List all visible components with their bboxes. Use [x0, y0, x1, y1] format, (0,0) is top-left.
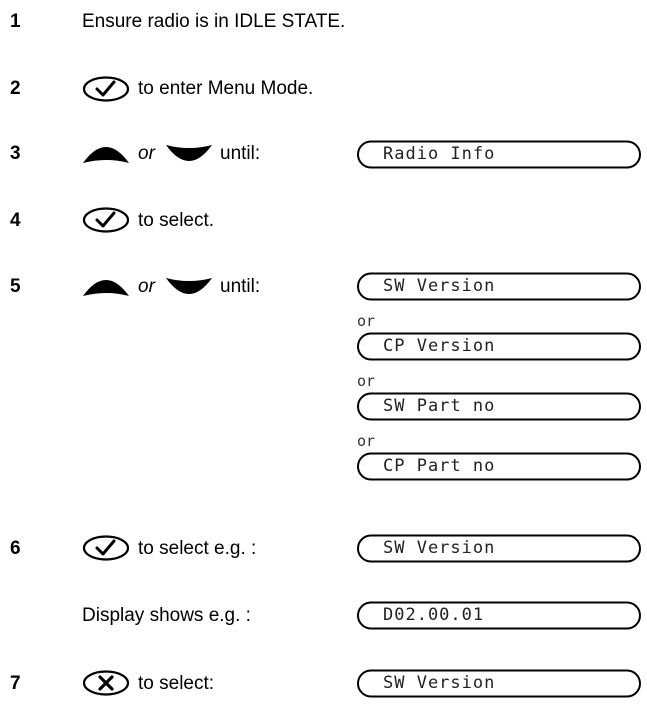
display-sw-version-final: SW Version: [357, 669, 641, 698]
step-number-4: 4: [10, 210, 21, 231]
step-2-text: to enter Menu Mode.: [138, 78, 314, 99]
step-7-text: to select:: [138, 673, 215, 694]
display-sw-version: SW Version: [357, 272, 641, 301]
up-arrow-key-icon: [83, 147, 129, 163]
display-sw-part-no: SW Part no: [357, 392, 641, 421]
display-text: SW Version: [383, 276, 496, 296]
or-label: or: [357, 432, 376, 450]
step-number-7: 7: [10, 673, 21, 694]
step-number-5: 5: [10, 276, 21, 297]
display-version-number: D02.00.01: [357, 601, 641, 630]
display-text: CP Version: [383, 336, 496, 356]
display-text: SW Part no: [383, 396, 496, 416]
step-6-text: to select e.g. :: [138, 538, 257, 559]
check-mark-button-icon: [82, 76, 130, 102]
step-number-6: 6: [10, 538, 21, 559]
or-label: or: [357, 372, 376, 390]
down-arrow-key-icon: [166, 145, 212, 161]
check-mark-button-icon: [82, 535, 130, 561]
step-3-text: until:: [220, 143, 261, 164]
step-number-2: 2: [10, 78, 21, 99]
display-text: D02.00.01: [383, 605, 485, 625]
display-cp-part-no: CP Part no: [357, 452, 641, 481]
display-text: SW Version: [383, 538, 496, 558]
step-5-text: until:: [220, 276, 261, 297]
display-text: CP Part no: [383, 456, 496, 476]
x-button-icon: [82, 670, 130, 696]
step-number-3: 3: [10, 143, 21, 164]
up-arrow-key-icon: [83, 280, 129, 296]
display-shows-text: Display shows e.g. :: [82, 605, 251, 626]
or-label: or: [357, 312, 376, 330]
display-cp-version: CP Version: [357, 332, 641, 361]
step-3-or: or: [138, 143, 155, 164]
display-sw-version-selected: SW Version: [357, 534, 641, 563]
check-mark-button-icon: [82, 207, 130, 233]
display-radio-info: Radio Info: [357, 140, 641, 169]
step-4-text: to select.: [138, 210, 215, 231]
down-arrow-key-icon: [166, 278, 212, 294]
step-5-or: or: [138, 276, 155, 297]
step-number-1: 1: [10, 11, 21, 32]
display-text: Radio Info: [383, 144, 496, 164]
display-text: SW Version: [383, 673, 496, 693]
step-1-text: Ensure radio is in IDLE STATE.: [82, 11, 346, 32]
